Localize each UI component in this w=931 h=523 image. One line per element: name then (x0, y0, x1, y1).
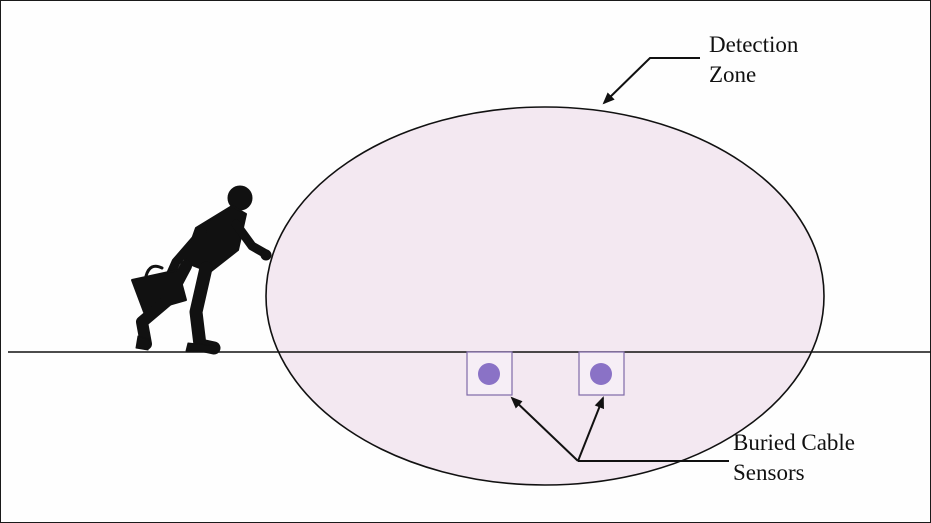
buried-cable-sensors-label-line1: Buried Cable (733, 428, 855, 458)
detection-zone-label: Detection Zone (709, 30, 798, 90)
buried-cable-sensor-right (579, 352, 624, 395)
cable-sensor-icon (590, 363, 612, 385)
cable-sensor-icon (478, 363, 500, 385)
buried-cable-sensors-label-line2: Sensors (733, 458, 855, 488)
detection-zone-arrow (604, 58, 700, 103)
detection-zone-label-line1: Detection (709, 30, 798, 60)
running-person-with-bag-icon (132, 186, 271, 352)
buried-cable-sensor-left (467, 352, 512, 395)
buried-cable-sensors-label: Buried Cable Sensors (733, 428, 855, 488)
detection-zone-label-line2: Zone (709, 60, 798, 90)
